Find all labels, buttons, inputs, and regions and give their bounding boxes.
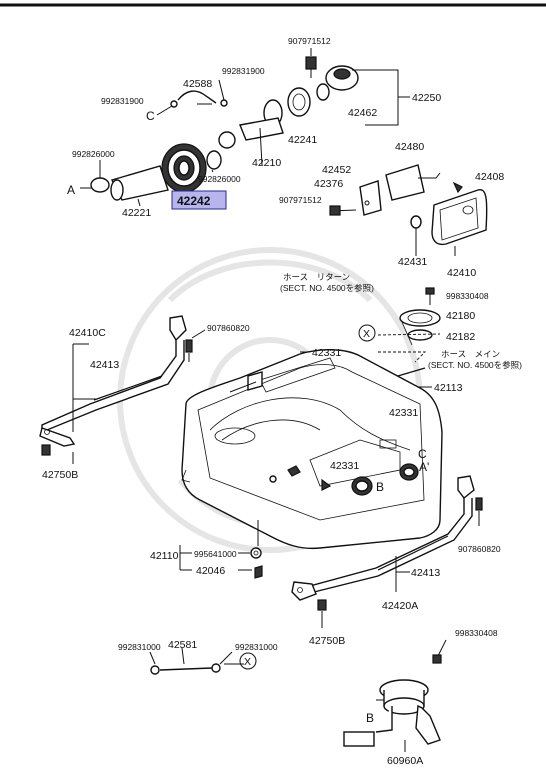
- part-label: 995641000: [194, 549, 237, 559]
- mark-label: X: [244, 656, 251, 668]
- part-label: 42410C: [69, 327, 106, 339]
- part-label-highlighted: 42242: [177, 194, 211, 208]
- part-label: 42221: [122, 207, 151, 219]
- part-label: 42750B: [309, 635, 345, 647]
- part-label: 992831900: [222, 66, 265, 76]
- mark-label: B: [376, 480, 384, 494]
- part-label: 42413: [90, 359, 119, 371]
- part-label: 992831900: [101, 96, 144, 106]
- note-hose-return-ref: (SECT. NO. 4500を参照): [280, 283, 374, 293]
- part-label: 42408: [475, 171, 504, 183]
- gasket-part: [287, 87, 311, 117]
- part-label: 998330408: [455, 628, 498, 638]
- part-label: 998330408: [446, 291, 489, 301]
- filler-neck-parts: [80, 48, 410, 207]
- part-label: 42376: [314, 178, 343, 190]
- part-label: 42750B: [42, 469, 78, 481]
- part-label: 42413: [411, 567, 440, 579]
- part-label: 42480: [395, 141, 424, 153]
- part-labels: 907971512 42588 992831900 992831900 4225…: [42, 36, 522, 767]
- filler-bracket-part: [239, 117, 284, 141]
- bolt-part: [305, 56, 317, 70]
- part-label: 42110: [150, 550, 179, 562]
- fuel-lid-parts: [329, 164, 488, 256]
- lid-hinge-part: [385, 164, 425, 201]
- part-label: 42241: [288, 134, 317, 146]
- mark-x-circle: [239, 652, 257, 670]
- part-label: 42180: [446, 310, 475, 322]
- part-label: 907860820: [207, 323, 250, 333]
- part-label: 42581: [168, 639, 197, 651]
- tank-strap-right-part: [41, 444, 483, 628]
- part-label: 60960A: [387, 755, 423, 767]
- mark-label: B: [366, 711, 374, 725]
- part-label: 907971512: [288, 36, 331, 46]
- part-label: 42452: [322, 164, 351, 176]
- mark-label: C: [418, 447, 427, 461]
- part-label: 42462: [348, 107, 377, 119]
- sender-gasket-part: [399, 309, 441, 327]
- part-label: 992826000: [198, 174, 241, 184]
- part-label: 42210: [252, 157, 281, 169]
- fuel-tank-part: [181, 349, 443, 579]
- part-label: 992826000: [72, 149, 115, 159]
- part-label: 42588: [183, 78, 212, 90]
- part-label: 907971512: [279, 195, 322, 205]
- part-label: 42046: [196, 565, 225, 577]
- fuel-lid-part: [431, 189, 488, 246]
- tank-strap-left-part: [39, 315, 206, 464]
- note-hose-return-title: ホース リターン: [283, 272, 350, 282]
- part-label: 42410: [447, 267, 476, 279]
- part-label: 42431: [398, 256, 427, 268]
- note-hose-main-ref: (SECT. NO. 4500を参照): [428, 360, 522, 370]
- mark-label: A: [67, 183, 75, 197]
- note-hose-main-title: ホース メイン: [441, 349, 500, 359]
- part-label: 42182: [446, 331, 475, 343]
- clamp-part: [218, 131, 236, 149]
- mark-label: C: [146, 109, 155, 123]
- mark-label: A': [419, 460, 429, 474]
- part-label: 42331: [312, 347, 341, 359]
- breather-hose-part: [177, 90, 217, 104]
- part-label: 42420A: [382, 600, 418, 612]
- part-label: 42250: [412, 92, 441, 104]
- mark-label: X: [363, 328, 370, 340]
- part-label: 992831000: [235, 642, 278, 652]
- part-label: 992831000: [118, 642, 161, 652]
- part-label: 42331: [389, 407, 418, 419]
- mark-x-circle: [358, 324, 376, 342]
- grommet-42242-part: [161, 143, 207, 193]
- highlight-box-42242: [171, 190, 227, 210]
- part-label: 907860820: [458, 544, 501, 554]
- small-hose-parts: [149, 647, 244, 675]
- part-label: 42113: [434, 382, 463, 394]
- part-label: 42331: [330, 460, 359, 472]
- fuel-pump-module-part: [343, 639, 447, 752]
- drain-plug-leaders: [179, 545, 252, 571]
